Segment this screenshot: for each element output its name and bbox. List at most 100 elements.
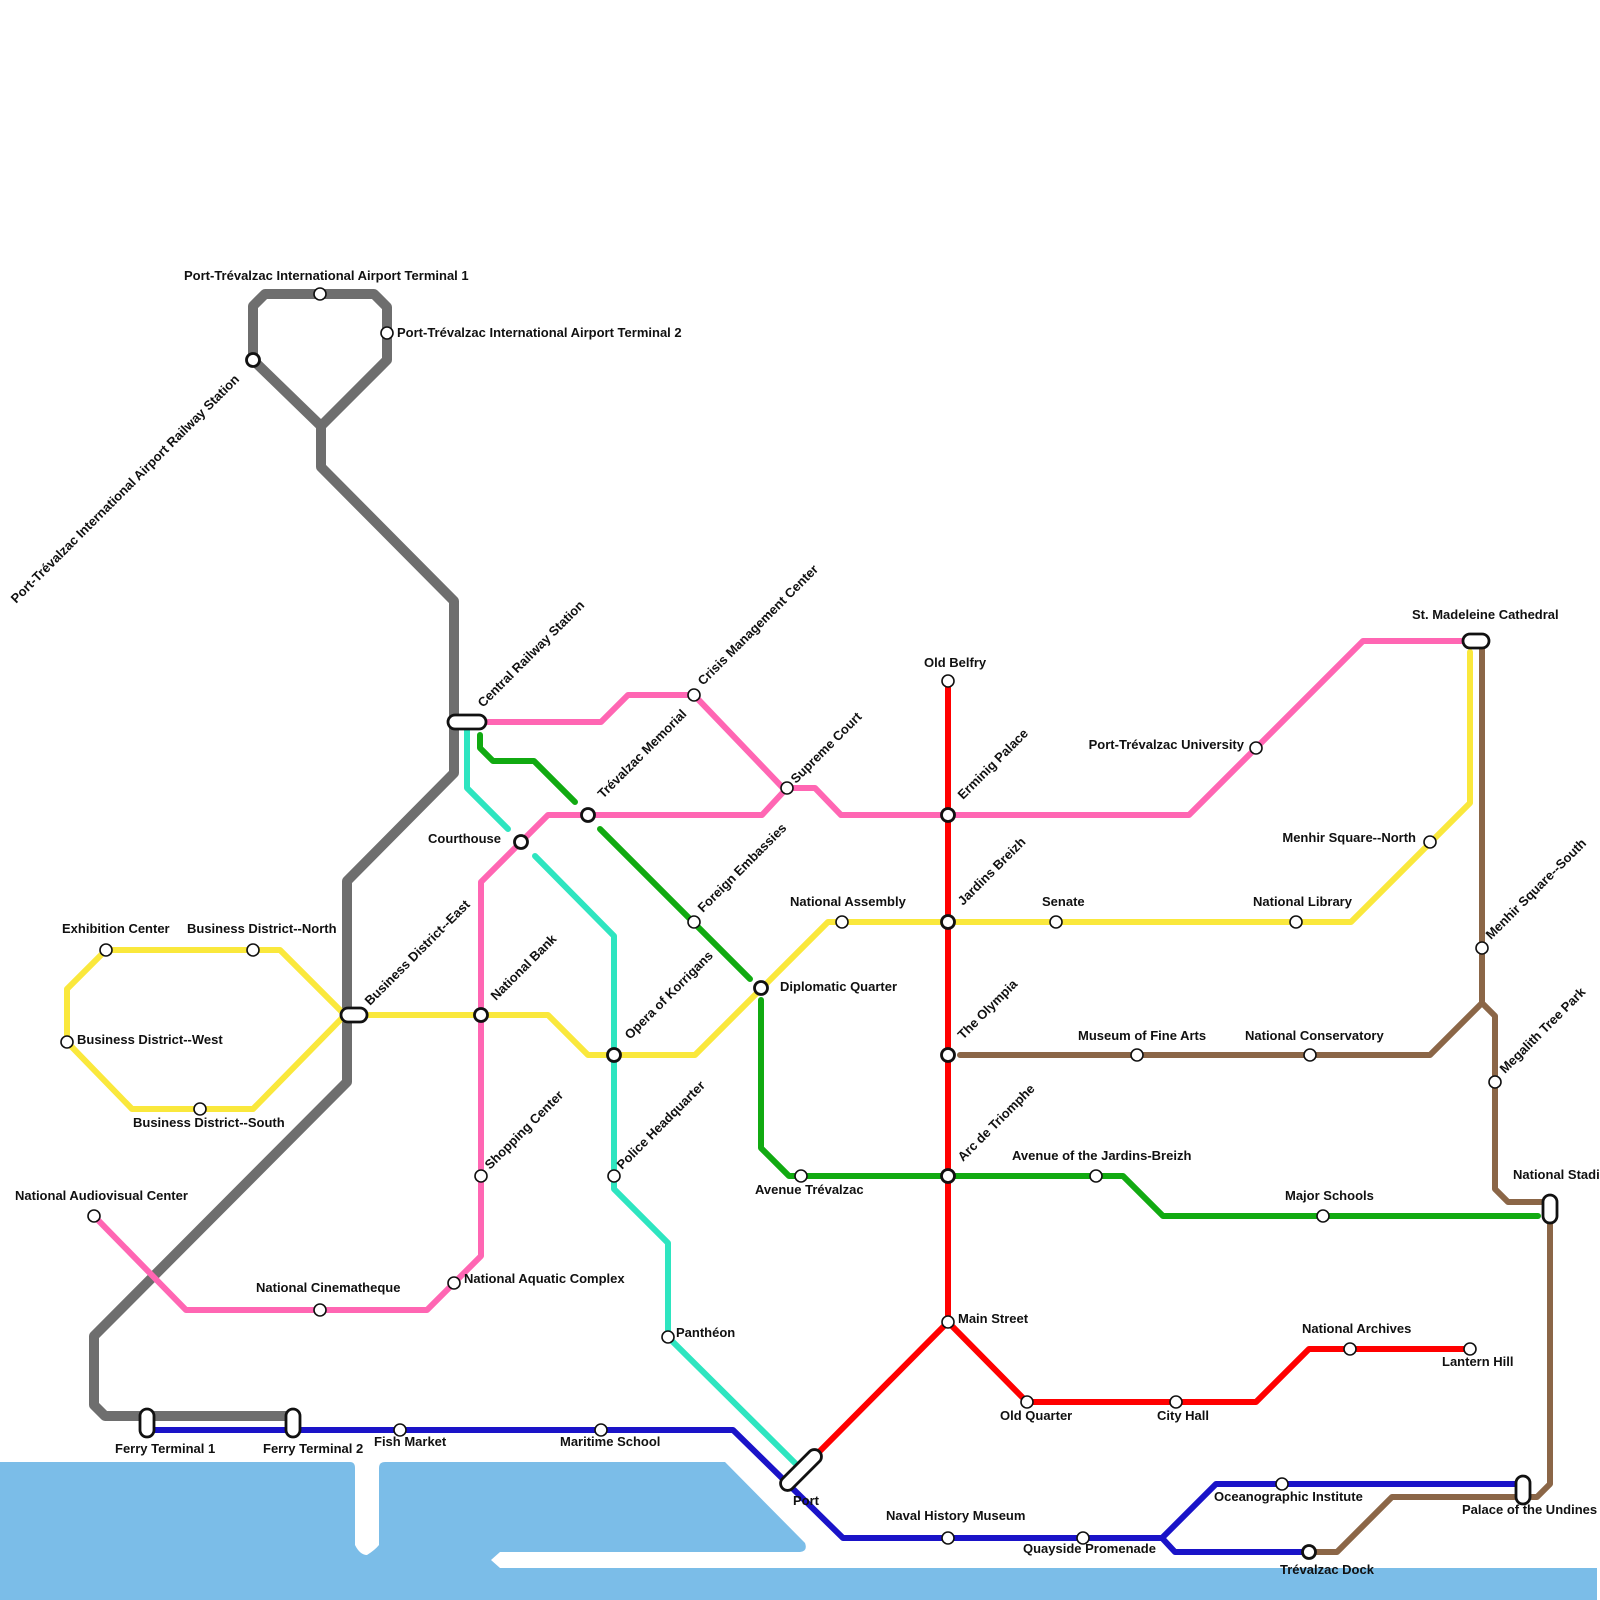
station-jardins-breizh	[940, 914, 956, 930]
label-ferry-t1: Ferry Terminal 1	[115, 1441, 215, 1456]
label-palace-undines: Palace of the Undines	[1462, 1502, 1597, 1517]
pink-line	[91, 638, 1473, 1313]
label-major-schools: Major Schools	[1285, 1188, 1374, 1203]
station-menhir-south	[1475, 941, 1489, 955]
label-university: Port-Trévalzac University	[1089, 737, 1245, 752]
label-erminig-palace: Erminig Palace	[955, 726, 1032, 803]
station-university	[1249, 741, 1263, 755]
label-ferry-t2: Ferry Terminal 2	[263, 1441, 363, 1456]
label-fish-market: Fish Market	[374, 1434, 447, 1449]
lines	[64, 289, 1553, 1555]
station-megalith	[1488, 1075, 1502, 1089]
station-avenue-trevalzac	[794, 1169, 808, 1183]
label-bd-east: Business District--East	[362, 896, 474, 1008]
station-old-quarter	[1020, 1395, 1034, 1409]
water-bodies	[0, 1462, 1597, 1600]
label-trevalzac-memorial: Trévalzac Memorial	[595, 706, 690, 801]
station-trevalzac-dock	[1301, 1544, 1317, 1560]
station-ferry-t2	[284, 1407, 302, 1439]
station-labels: Port-Trévalzac International Airport Ter…	[8, 268, 1600, 1577]
station-airport-t1	[313, 287, 327, 301]
cyan-line	[464, 724, 799, 1467]
label-conservatory: National Conservatory	[1245, 1028, 1384, 1043]
label-senate: Senate	[1042, 894, 1085, 909]
station-main-street	[941, 1315, 955, 1329]
label-aquatic-complex: National Aquatic Complex	[464, 1271, 625, 1286]
station-city-hall	[1169, 1395, 1183, 1409]
station-pantheon	[661, 1330, 675, 1344]
label-naval-museum: Naval History Museum	[886, 1508, 1025, 1523]
label-national-stadium: National Stadi	[1513, 1167, 1600, 1182]
station-the-olympia	[940, 1047, 956, 1063]
label-airport-t2: Port-Trévalzac International Airport Ter…	[397, 325, 682, 340]
station-central-railway	[446, 713, 488, 731]
label-opera-korrigans: Opera of Korrigans	[622, 948, 716, 1042]
label-foreign-embassies: Foreign Embassies	[695, 820, 790, 915]
station-diplomatic-quarter	[753, 980, 769, 996]
station-police-hq	[607, 1169, 621, 1183]
label-fine-arts: Museum of Fine Arts	[1078, 1028, 1206, 1043]
label-central-railway: Central Railway Station	[475, 597, 588, 710]
label-lantern-hill: Lantern Hill	[1442, 1354, 1514, 1369]
station-aquatic-complex	[447, 1276, 461, 1290]
station-naval-museum	[941, 1531, 955, 1545]
label-jardins-breizh: Jardins Breizh	[955, 834, 1029, 908]
label-bd-south: Business District--South	[133, 1115, 285, 1130]
label-the-olympia: The Olympia	[955, 976, 1021, 1042]
station-national-library	[1289, 915, 1303, 929]
station-audiovisual	[87, 1209, 101, 1223]
water-west	[0, 1462, 1597, 1600]
station-shopping-center	[474, 1169, 488, 1183]
station-fine-arts	[1130, 1048, 1144, 1062]
station-national-archives	[1343, 1342, 1357, 1356]
label-oceanographic: Oceanographic Institute	[1214, 1489, 1363, 1504]
station-cinematheque	[313, 1303, 327, 1317]
station-exhibition-center	[99, 943, 113, 957]
station-foreign-embassies	[687, 915, 701, 929]
label-port: Port	[793, 1493, 820, 1508]
station-markers	[60, 287, 1559, 1560]
label-old-belfry: Old Belfry	[924, 655, 987, 670]
label-avenue-trevalzac: Avenue Trévalzac	[755, 1182, 864, 1197]
station-erminig-palace	[940, 807, 956, 823]
label-national-library: National Library	[1253, 894, 1353, 909]
station-airport-t2	[380, 326, 394, 340]
station-palace-undines	[1514, 1474, 1532, 1506]
station-menhir-north	[1423, 835, 1437, 849]
label-city-hall: City Hall	[1157, 1408, 1209, 1423]
station-fish-market	[393, 1423, 407, 1437]
station-crisis-management	[687, 688, 701, 702]
label-airport-railway: Port-Trévalzac International Airport Rai…	[8, 371, 243, 606]
station-supreme-court	[780, 781, 794, 795]
label-shopping-center: Shopping Center	[482, 1087, 567, 1172]
station-st-madeleine	[1461, 632, 1491, 650]
station-airport-railway	[245, 352, 261, 368]
label-avenue-jardins: Avenue of the Jardins-Breizh	[1012, 1148, 1191, 1163]
label-airport-t1: Port-Trévalzac International Airport Ter…	[184, 268, 469, 283]
label-diplomatic-quarter: Diplomatic Quarter	[780, 979, 897, 994]
label-st-madeleine: St. Madeleine Cathedral	[1412, 607, 1559, 622]
station-bd-east	[339, 1006, 369, 1024]
brown-line	[957, 639, 1553, 1555]
label-menhir-south: Menhir Square--South	[1483, 835, 1590, 942]
airport-line	[89, 289, 459, 1421]
station-major-schools	[1316, 1209, 1330, 1223]
label-police-hq: Police Headquarter	[614, 1078, 708, 1172]
station-opera-korrigans	[606, 1047, 622, 1063]
label-quayside: Quayside Promenade	[1023, 1541, 1156, 1556]
label-national-assembly: National Assembly	[790, 894, 907, 909]
station-quayside	[1076, 1531, 1090, 1545]
station-senate	[1049, 915, 1063, 929]
label-menhir-north: Menhir Square--North	[1282, 830, 1416, 845]
label-pantheon: Panthéon	[676, 1325, 735, 1340]
label-maritime-school: Maritime School	[560, 1434, 660, 1449]
green-line	[477, 732, 1541, 1219]
station-bd-north	[246, 943, 260, 957]
station-bd-west	[60, 1035, 74, 1049]
station-national-assembly	[835, 915, 849, 929]
label-national-archives: National Archives	[1302, 1321, 1411, 1336]
label-exhibition-center: Exhibition Center	[62, 921, 170, 936]
station-old-belfry	[941, 674, 955, 688]
station-arc-triomphe	[940, 1168, 956, 1184]
label-trevalzac-dock: Trévalzac Dock	[1280, 1562, 1375, 1577]
